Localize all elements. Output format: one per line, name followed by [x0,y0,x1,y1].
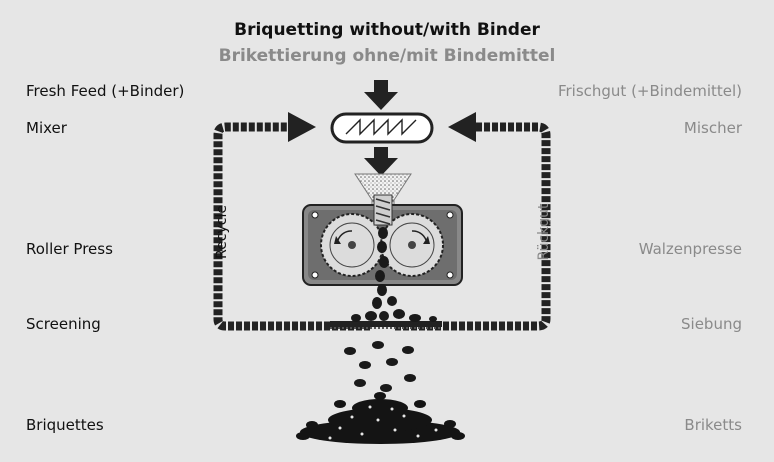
recycle-arrow-right [448,112,476,142]
mixer-press-arrow [364,147,398,176]
title-german: Brikettierung ohne/mit Bindemittel [218,46,556,66]
label-fresh-feed-en: Fresh Feed (+Binder) [26,82,185,100]
screen-icon [330,314,442,329]
label-roller-press-de: Walzenpresse [638,240,742,258]
pile-texture [328,405,438,440]
briquette-pile [296,392,465,444]
label-fresh-feed-de: Frischgut (+Bindemittel) [557,82,742,100]
label-screening-en: Screening [26,315,101,333]
recycle-loop [213,122,551,331]
recycle-arrow-left [288,112,316,142]
label-mixer-en: Mixer [26,119,67,137]
title-english: Briquetting without/with Binder [234,20,540,40]
label-mixer-de: Mischer [683,119,742,137]
mixer-icon [330,112,434,144]
recycle-label-de: Rückgut [536,203,552,261]
label-briquettes-en: Briquettes [26,416,104,434]
label-briquettes-de: Briketts [684,416,742,434]
falling-briquettes [365,227,405,321]
feed-arrow [364,80,398,110]
screened-briquettes [344,341,416,392]
label-roller-press-en: Roller Press [26,240,113,258]
label-screening-de: Siebung [681,315,742,333]
recycle-label-en: Recycle [214,205,230,259]
